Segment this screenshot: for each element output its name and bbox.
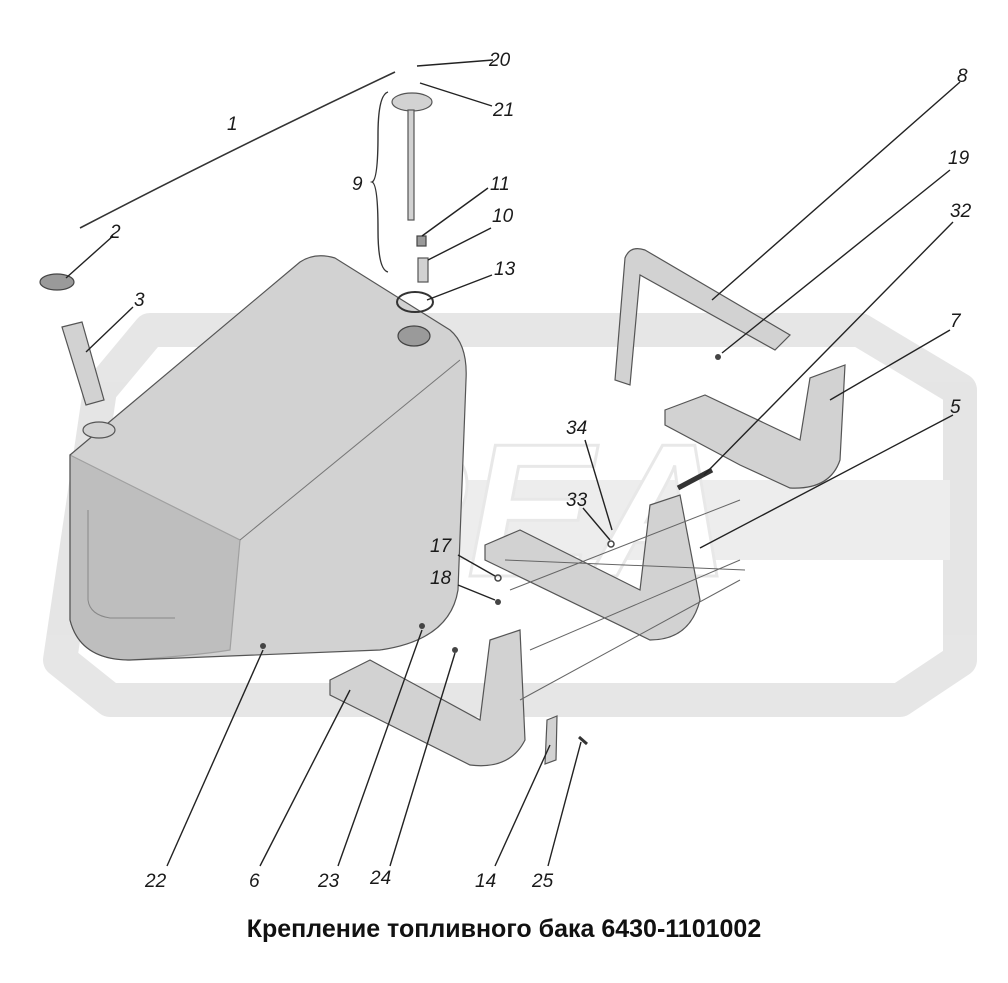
callout-7: 7 xyxy=(950,311,962,332)
fuel-tank xyxy=(69,255,467,661)
callout-34: 34 xyxy=(566,418,587,439)
callout-19: 19 xyxy=(948,148,970,169)
callout-11: 11 xyxy=(490,174,510,195)
callout-8: 8 xyxy=(957,66,968,87)
diagram-caption: Крепление топливного бака 6430-1101002 xyxy=(246,915,762,943)
callout-1: 1 xyxy=(227,114,238,135)
callout-13: 13 xyxy=(494,259,516,280)
strap-with-pad xyxy=(664,364,846,489)
callout-14: 14 xyxy=(475,871,496,892)
callout-9: 9 xyxy=(352,174,363,195)
fastener-18 xyxy=(495,599,501,605)
plate xyxy=(544,715,558,765)
mounting-brackets xyxy=(329,494,746,767)
callout-24: 24 xyxy=(369,868,391,889)
callout-10: 10 xyxy=(492,206,514,227)
bolt xyxy=(578,735,588,746)
callout-labels: 20 21 1 9 11 10 2 13 3 8 19 32 7 5 34 33… xyxy=(109,50,972,892)
callout-2: 2 xyxy=(109,222,121,243)
callout-20: 20 xyxy=(488,50,511,71)
wire-harness xyxy=(79,71,396,229)
fastener-22 xyxy=(260,643,266,649)
callout-21: 21 xyxy=(492,100,514,121)
fastener-23 xyxy=(419,623,425,629)
fastener-17 xyxy=(494,574,502,582)
callout-5: 5 xyxy=(950,397,961,418)
callout-17: 17 xyxy=(430,536,453,557)
fastener-19 xyxy=(715,354,721,360)
fastener-33 xyxy=(607,540,615,548)
callout-23: 23 xyxy=(317,871,340,892)
tank-strap xyxy=(614,248,791,386)
fuel-level-sensor xyxy=(391,92,434,313)
callout-32: 32 xyxy=(950,201,972,222)
callout-33: 33 xyxy=(566,490,588,511)
callout-18: 18 xyxy=(430,568,452,589)
callout-3: 3 xyxy=(134,290,145,311)
brace-9 xyxy=(369,91,389,273)
leader-lines xyxy=(65,59,961,867)
filler-strainer xyxy=(61,321,105,406)
callout-22: 22 xyxy=(144,871,167,892)
callout-6: 6 xyxy=(249,871,260,892)
callout-25: 25 xyxy=(531,871,554,892)
filler-cap xyxy=(39,273,75,291)
fastener-24 xyxy=(452,647,458,653)
sensor-gasket xyxy=(396,291,434,313)
